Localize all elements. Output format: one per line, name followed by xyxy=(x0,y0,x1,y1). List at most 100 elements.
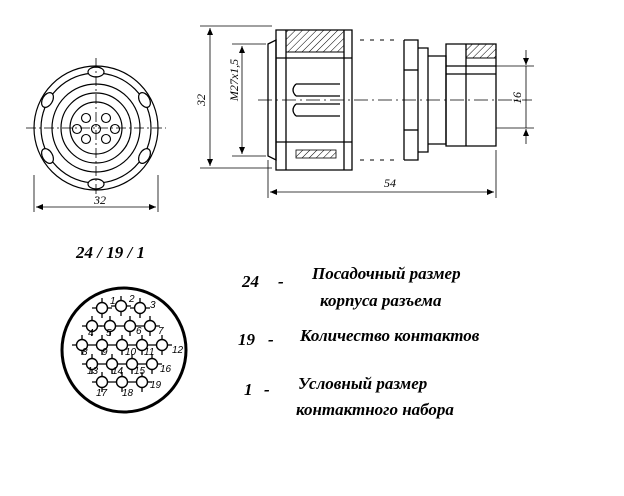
pin-number: 2 xyxy=(128,294,135,305)
legend-number: 24 xyxy=(241,272,259,291)
front-view-contact xyxy=(109,123,121,135)
pin-contact: 9 xyxy=(92,335,112,358)
front-view-contacts xyxy=(71,112,121,145)
pin-contact: 17 xyxy=(92,372,112,399)
pin-contact: 2 xyxy=(111,294,135,316)
front-view-dimension xyxy=(33,175,159,212)
legend-line: контактного набора xyxy=(296,400,454,419)
front-view-dimension-label: 32 xyxy=(93,193,106,207)
legend-line: Условный размер xyxy=(298,374,427,393)
pin-hole xyxy=(155,338,169,352)
pin-number: 4 xyxy=(88,328,94,339)
front-view-centerlines xyxy=(26,58,166,198)
pin-hole xyxy=(123,319,137,333)
pin-hole xyxy=(135,338,149,352)
legend-number: 19 xyxy=(238,330,256,349)
pin-contact: 14 xyxy=(102,354,124,377)
side-view-height-dimension xyxy=(200,25,272,169)
pin-contact: 19 xyxy=(132,372,162,392)
front-view-lug xyxy=(138,92,151,108)
legend-number: 1 xyxy=(244,380,253,399)
legend-line: корпуса разъема xyxy=(320,291,442,310)
pin-contact: 15 xyxy=(122,354,146,377)
front-view-lug xyxy=(41,92,54,108)
pin-number: 19 xyxy=(150,380,162,391)
legend-dash: - xyxy=(264,380,270,399)
pin-contact: 1 xyxy=(92,296,116,318)
pin-number: 1 xyxy=(110,296,116,307)
pin-contact: 7 xyxy=(140,316,164,337)
pin-number: 3 xyxy=(150,300,156,311)
pin-contact: 8 xyxy=(72,335,92,358)
pin-hole xyxy=(143,319,157,333)
pin-hole xyxy=(85,357,99,371)
pin-number: 9 xyxy=(102,347,108,358)
pin-hole xyxy=(85,319,99,333)
side-view-break xyxy=(360,39,400,161)
pin-number: 13 xyxy=(87,366,99,377)
pin-number: 16 xyxy=(160,364,172,375)
side-view-hatch-lower xyxy=(295,149,337,159)
pin-number: 7 xyxy=(158,326,164,337)
pin-hole xyxy=(135,375,149,389)
pin-hole xyxy=(115,375,129,389)
front-view-contact xyxy=(100,133,112,145)
pin-hole xyxy=(125,357,139,371)
pin-contact: 18 xyxy=(112,372,134,399)
side-view-hatch-clamp xyxy=(465,43,497,59)
pin-hole xyxy=(95,338,109,352)
side-view-length-label: 54 xyxy=(384,176,396,190)
front-view-lug xyxy=(41,148,54,164)
pin-contact: 12 xyxy=(152,335,184,356)
pin-hole xyxy=(133,301,147,315)
pin-number: 8 xyxy=(82,347,88,358)
side-view-outlet-dimension xyxy=(496,50,534,144)
pin-layout-outline xyxy=(60,286,188,414)
front-view-lug xyxy=(138,148,151,164)
front-view-contact xyxy=(80,133,92,145)
front-view: 32 xyxy=(26,58,166,212)
front-view-contact xyxy=(100,112,112,124)
pin-number: 18 xyxy=(122,388,134,399)
pin-hole xyxy=(95,375,109,389)
pin-contact: 11 xyxy=(132,335,154,358)
designation-code: 24 / 19 / 1 xyxy=(75,243,145,262)
pin-hole xyxy=(75,338,89,352)
pin-number: 17 xyxy=(96,388,108,399)
side-view-length-dimension xyxy=(267,150,497,198)
pin-hole xyxy=(115,338,129,352)
pin-hole xyxy=(103,319,117,333)
pin-hole xyxy=(114,299,128,313)
front-view-contact xyxy=(71,123,83,135)
pin-number: 10 xyxy=(125,347,137,358)
pin-contact: 16 xyxy=(142,354,172,375)
legend-dash: - xyxy=(278,272,284,291)
pin-hole xyxy=(145,357,159,371)
pin-number: 12 xyxy=(172,345,184,356)
front-view-contact xyxy=(80,112,92,124)
pin-contact: 5 xyxy=(100,316,120,339)
pin-hole xyxy=(95,301,109,315)
side-view-hatch-nut xyxy=(285,29,345,53)
legend-dash: - xyxy=(268,330,274,349)
legend-item-contact-count: 19 - Количество контактов xyxy=(238,326,480,349)
side-view-height-label: 32 xyxy=(194,94,208,107)
pin-contact: 13 xyxy=(82,354,102,377)
legend-item-insert-size: 1 - Условный размер контактного набора xyxy=(244,374,454,419)
side-view-outlet-label: 16 xyxy=(510,92,524,104)
side-view: 32 M27x1,5 54 16 xyxy=(194,25,534,198)
legend-line: Посадочный размер xyxy=(311,264,461,283)
pin-number: 15 xyxy=(134,366,146,377)
legend-line: Количество контактов xyxy=(299,326,480,345)
legend-item-housing-size: 24 - Посадочный размер корпуса разъема xyxy=(241,264,461,310)
pin-number: 6 xyxy=(136,326,142,337)
legend: 24 - Посадочный размер корпуса разъема 1… xyxy=(238,264,480,419)
pin-contact: 3 xyxy=(130,298,156,318)
side-view-thread-dimension xyxy=(232,43,266,157)
pin-contact: 10 xyxy=(112,335,137,358)
pin-contact: 6 xyxy=(120,316,142,337)
side-view-thread-label: M27x1,5 xyxy=(227,59,241,102)
